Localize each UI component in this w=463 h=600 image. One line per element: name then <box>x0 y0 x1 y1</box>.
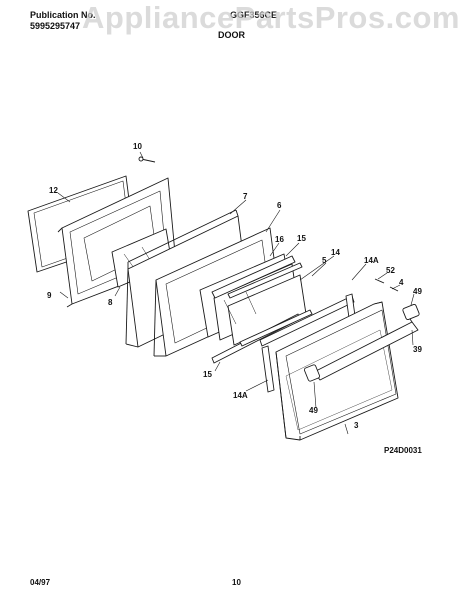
callout-8: 8 <box>108 298 113 307</box>
publication-number: 5995295747 <box>30 21 81 31</box>
handle-end-caps <box>303 303 420 382</box>
model-code: GGF356CE <box>230 10 278 20</box>
glass-channel-upper <box>211 255 303 299</box>
callout-15-lower: 15 <box>203 370 212 379</box>
footer-page-number: 10 <box>232 578 241 587</box>
glass-pack <box>199 253 307 346</box>
callout-16: 16 <box>275 235 284 244</box>
callout-39: 39 <box>413 345 422 354</box>
callout-10: 10 <box>133 142 142 151</box>
callout-14A-upper: 14A <box>364 256 379 265</box>
section-title: DOOR <box>218 30 245 40</box>
callout-6: 6 <box>277 201 282 210</box>
callout-9: 9 <box>47 291 52 300</box>
callout-14A-lower: 14A <box>233 391 248 400</box>
drawing-code: P24D0031 <box>384 446 422 455</box>
screw-part <box>138 156 156 163</box>
callout-14-upper: 14 <box>331 248 340 257</box>
callout-15-upper: 15 <box>297 234 306 243</box>
footer-date: 04/97 <box>30 578 51 587</box>
callout-7: 7 <box>243 192 248 201</box>
callout-49-upper: 49 <box>413 287 422 296</box>
leader-lines <box>57 151 415 435</box>
callout-4: 4 <box>399 278 404 287</box>
mounting-screws <box>374 278 399 292</box>
callout-5: 5 <box>322 256 327 265</box>
glass-channel-lower <box>211 309 313 364</box>
callout-49-lower: 49 <box>309 406 318 415</box>
callout-12: 12 <box>49 186 58 195</box>
publication-info: Publication No. 5995295747 <box>30 10 96 32</box>
callout-3: 3 <box>354 421 359 430</box>
publication-label: Publication No. <box>30 10 96 20</box>
callout-52: 52 <box>386 266 395 275</box>
